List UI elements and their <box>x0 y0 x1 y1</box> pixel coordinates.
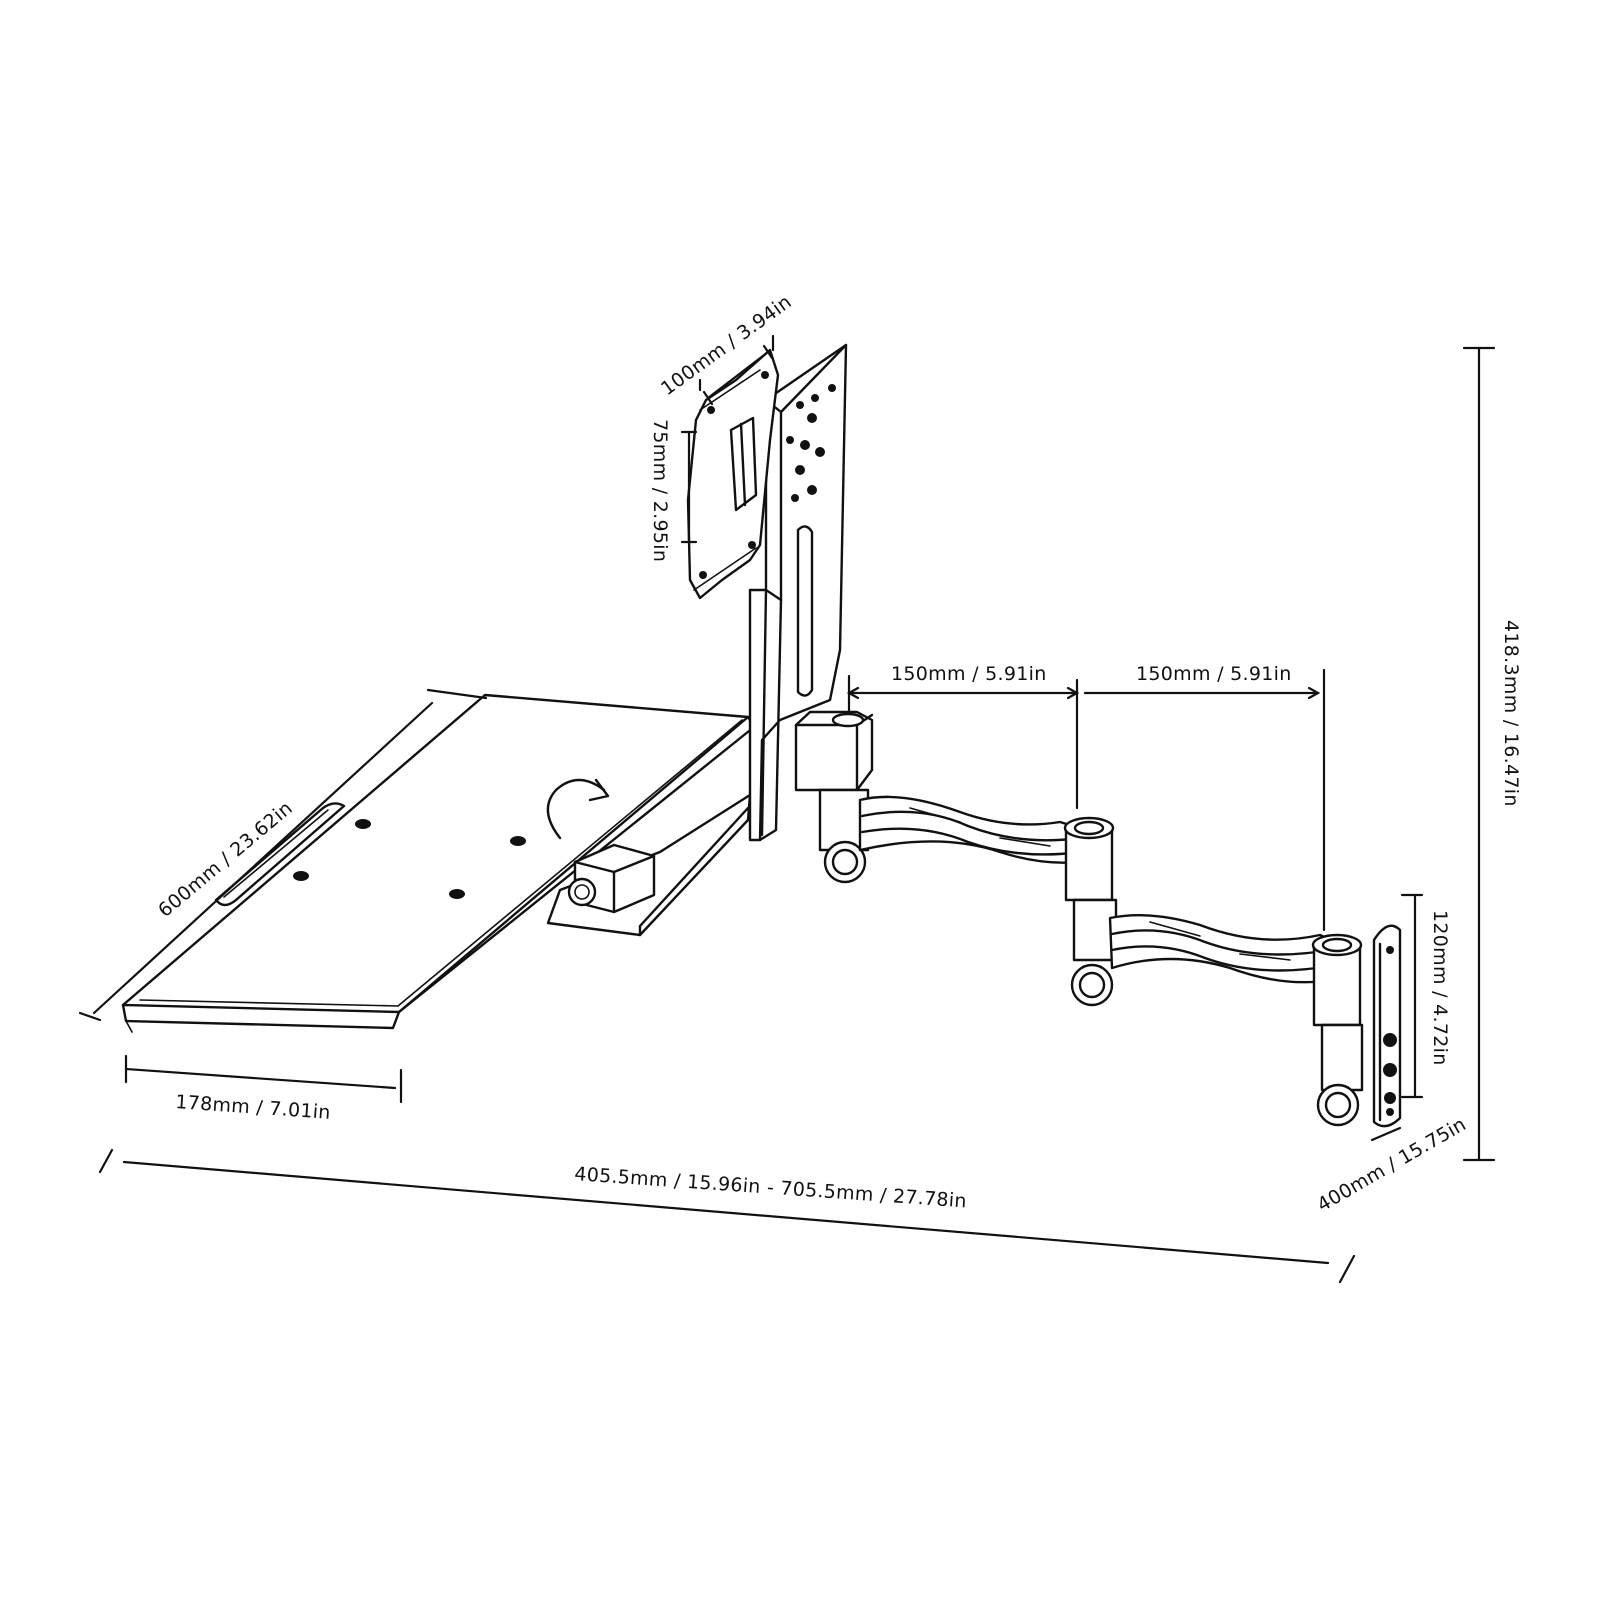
dim-extension-range <box>98 1148 1356 1284</box>
tray-hole <box>355 819 371 829</box>
dim-vesa-width <box>698 334 775 406</box>
dim-tray-depth <box>124 1054 403 1104</box>
dim-wall-plate-depth <box>1370 1126 1402 1142</box>
vesa-plate <box>686 348 780 600</box>
label-wall-plate-height: 120mm / 4.72in <box>1429 910 1451 1066</box>
dim-arm-segment-2 <box>1083 668 1326 932</box>
articulating-arm <box>794 710 1364 1127</box>
tray-handle-slot <box>214 802 346 907</box>
wall-plate <box>1372 924 1402 1128</box>
vertical-pole <box>748 343 848 842</box>
label-arm-segment-2: 150mm / 5.91in <box>1136 663 1292 685</box>
dim-vesa-height <box>680 430 698 544</box>
label-wall-plate-depth: 400mm / 15.75in <box>1314 1113 1470 1216</box>
label-total-height: 418.3mm / 16.47in <box>1500 620 1522 807</box>
dim-total-height <box>1462 346 1496 1162</box>
tray-bracket <box>546 793 752 937</box>
label-arm-segment-1: 150mm / 5.91in <box>891 663 1047 685</box>
label-vesa-height: 75mm / 2.95in <box>649 419 671 562</box>
dim-wall-plate-height <box>1400 893 1424 1099</box>
dim-arm-segment-1 <box>846 674 1080 810</box>
rotate-arrow-icon <box>546 778 610 840</box>
tray-hole <box>449 889 465 899</box>
tray-hole <box>510 836 526 846</box>
dim-tray-length <box>78 688 488 1022</box>
tray-hole <box>293 871 309 881</box>
label-tray-depth: 178mm / 7.01in <box>175 1091 332 1124</box>
